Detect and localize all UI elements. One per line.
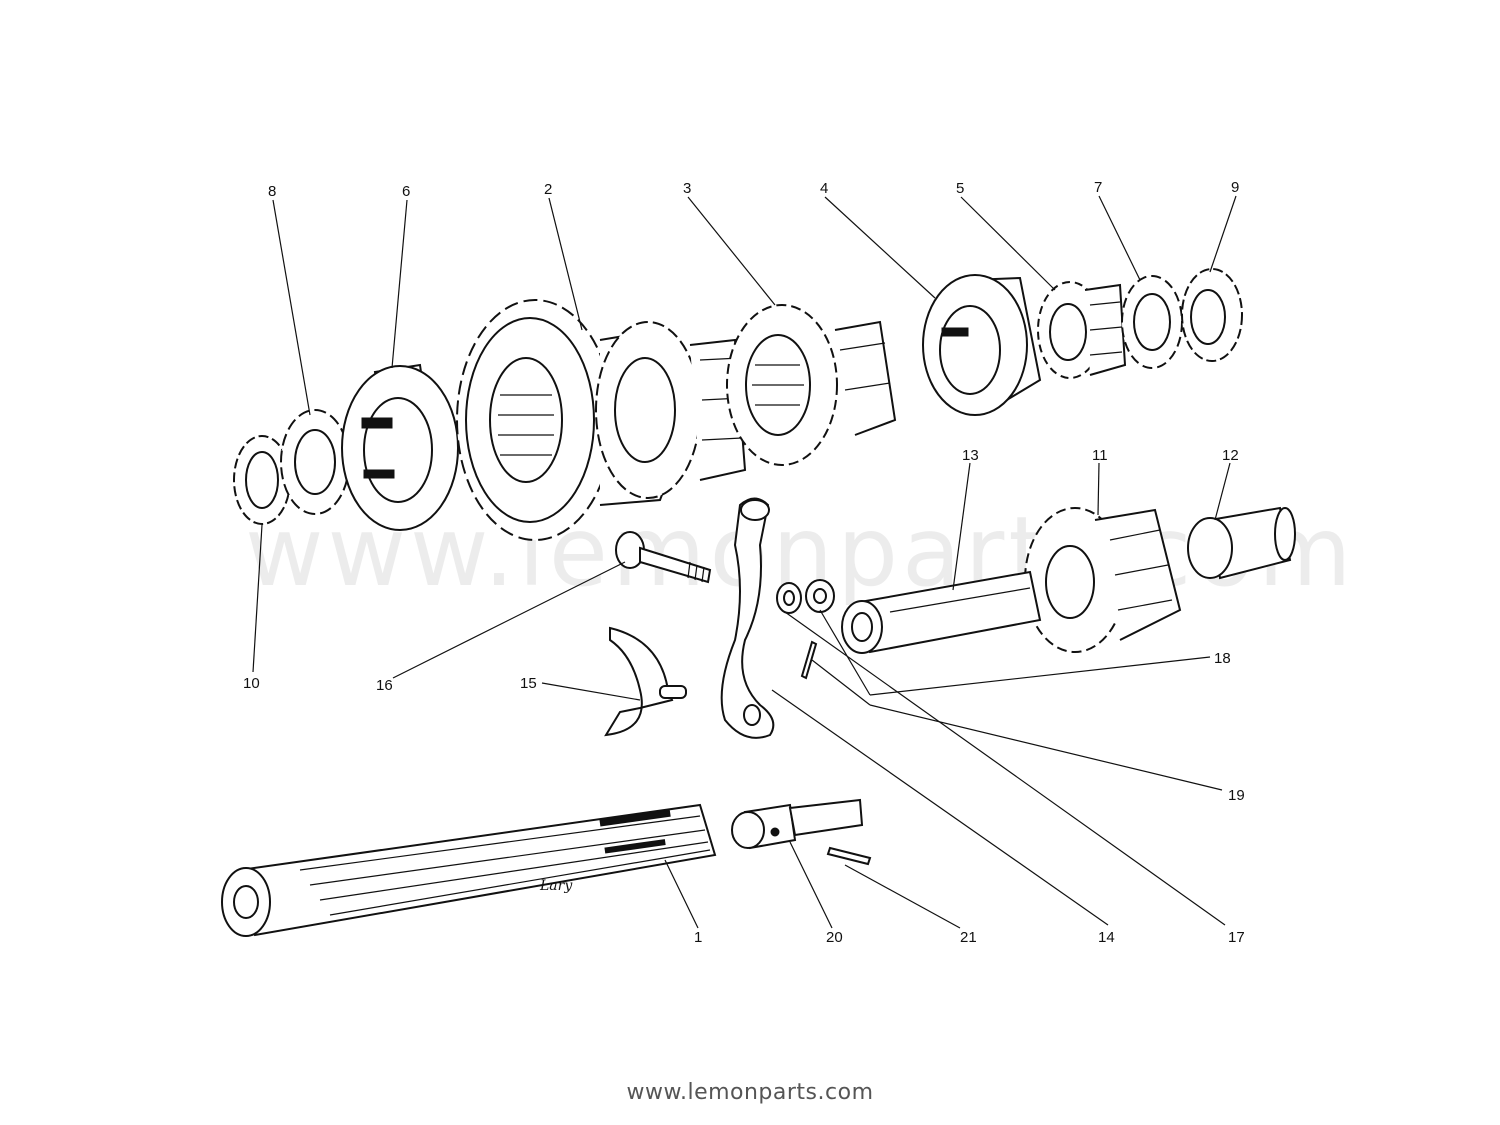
part-9-nut xyxy=(1181,268,1243,362)
middle-gear-pair xyxy=(595,321,747,499)
callout-9: 9 xyxy=(1231,179,1239,196)
callout-5: 5 xyxy=(956,180,964,197)
part-15-fork xyxy=(604,626,687,737)
part-18-nut xyxy=(805,579,835,613)
part-21-pin xyxy=(826,846,872,866)
callout-7: 7 xyxy=(1094,179,1102,196)
callout-19: 19 xyxy=(1228,787,1245,804)
part-20-shaft xyxy=(731,798,864,850)
callout-6: 6 xyxy=(402,183,410,200)
callout-18: 18 xyxy=(1214,650,1231,667)
leader-lines xyxy=(252,195,1237,929)
part-17-washer xyxy=(776,582,802,614)
callout-17: 17 xyxy=(1228,929,1245,946)
callout-labels: 8 6 2 3 4 5 7 9 10 13 11 12 16 15 18 19 … xyxy=(243,179,1245,946)
part-19-split-pin xyxy=(800,640,818,680)
part-14-lever xyxy=(720,497,775,739)
callout-3: 3 xyxy=(683,180,691,197)
part-12-bush xyxy=(1187,506,1296,580)
callout-21: 21 xyxy=(960,929,977,946)
callout-12: 12 xyxy=(1222,447,1239,464)
part-1-mainshaft: Lary xyxy=(221,803,717,937)
callout-11: 11 xyxy=(1092,447,1108,464)
callout-4: 4 xyxy=(820,180,828,197)
callout-13: 13 xyxy=(962,447,979,464)
part-16-bolt xyxy=(615,531,712,584)
part-13-shaft xyxy=(841,570,1042,654)
callout-2: 2 xyxy=(544,181,552,198)
part-10-nut xyxy=(233,435,291,525)
artist-signature: Lary xyxy=(539,878,573,894)
callout-10: 10 xyxy=(243,675,260,692)
part-11-gear xyxy=(1024,507,1182,653)
part-5-gear xyxy=(1037,281,1127,379)
part-4-bearing xyxy=(922,274,1042,416)
part-6-bearing xyxy=(341,363,459,531)
callout-8: 8 xyxy=(268,183,276,200)
callout-16: 16 xyxy=(376,677,393,694)
part-8-washer xyxy=(280,409,350,515)
callout-14: 14 xyxy=(1098,929,1115,946)
callout-20: 20 xyxy=(826,929,843,946)
footer-url[interactable]: www.lemonparts.com xyxy=(626,1080,874,1105)
callout-15: 15 xyxy=(520,675,537,692)
part-3-gear xyxy=(726,304,897,466)
part-7-washer xyxy=(1121,275,1183,369)
callout-1: 1 xyxy=(694,929,702,946)
